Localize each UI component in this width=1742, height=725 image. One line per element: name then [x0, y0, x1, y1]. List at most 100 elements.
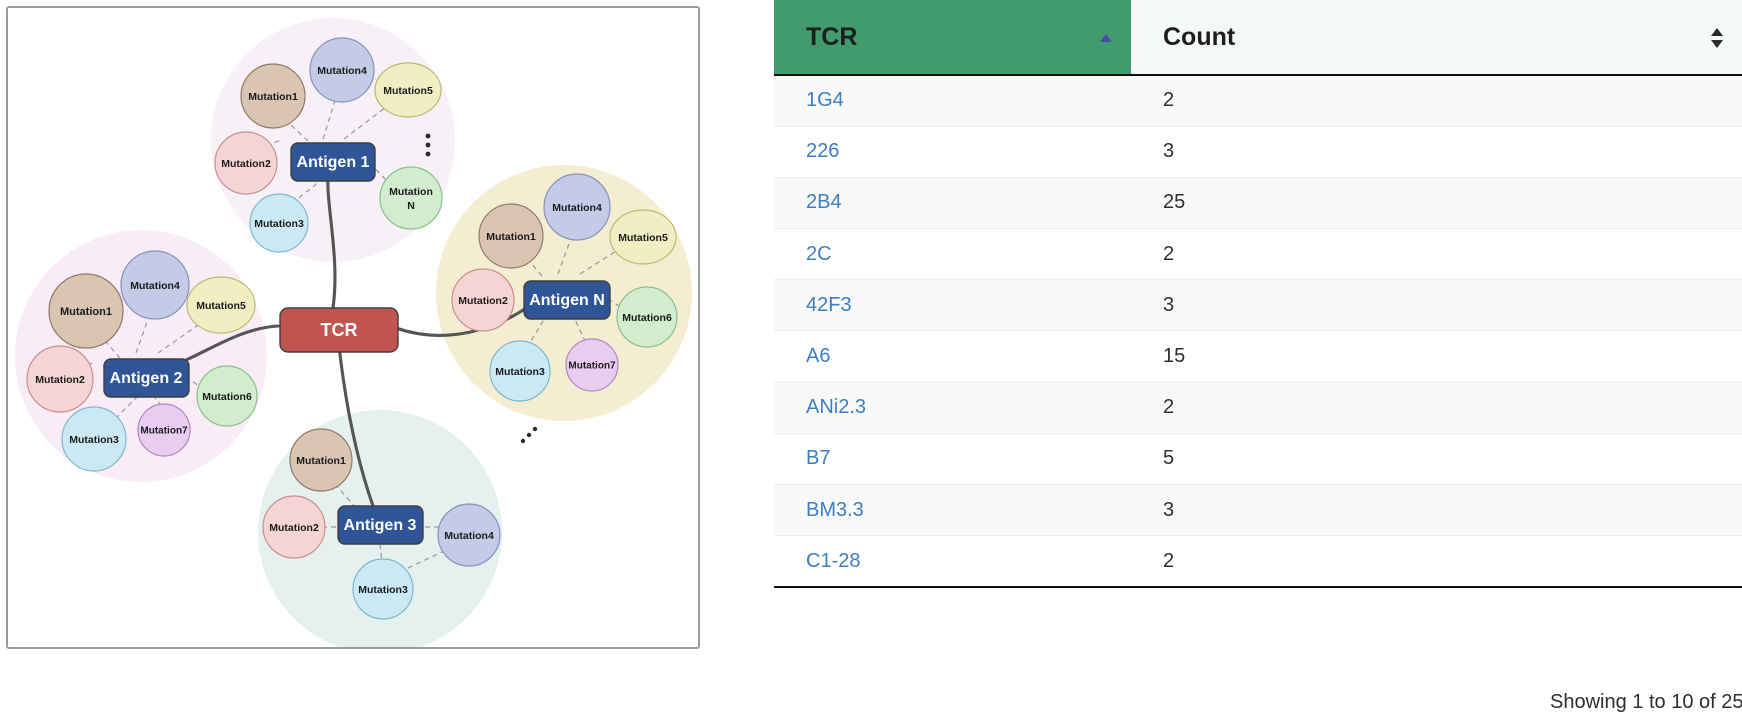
- mutation-node[interactable]: [437, 503, 501, 567]
- mutation-label-line2: N: [407, 200, 415, 212]
- cluster-antigen-n: Mutation1 Mutation2 Mutation3 Mutation4 …: [451, 173, 678, 402]
- mutation-node[interactable]: [240, 63, 306, 129]
- mutation-node[interactable]: [374, 62, 442, 118]
- mutation-label: Mutation4: [444, 530, 494, 542]
- mutation-label: Mutation3: [254, 218, 304, 230]
- mutation-label: Mutation6: [622, 312, 672, 324]
- tcr-link[interactable]: B7: [806, 447, 831, 470]
- tcr-link[interactable]: BM3.3: [806, 498, 864, 521]
- mutation-label: Mutation2: [221, 158, 271, 170]
- tcr-link[interactable]: A6: [806, 345, 831, 368]
- table-head: TCR Count: [774, 0, 1742, 76]
- antigen-node-antigen-2[interactable]: [103, 358, 190, 398]
- mutation-label: Mutation4: [317, 65, 367, 77]
- cell-count: 2: [1131, 382, 1742, 434]
- mutation-label: Mutation2: [269, 522, 319, 534]
- mutation-label: Mutation7: [140, 426, 188, 437]
- tcr-link[interactable]: C1-28: [806, 549, 861, 572]
- mutation-node[interactable]: [196, 365, 258, 427]
- cell-tcr: BM3.3: [774, 484, 1131, 537]
- column-header-tcr-label: TCR: [806, 22, 858, 51]
- edge-tcr-antigen-3: [337, 344, 375, 508]
- cell-count: 2: [1131, 228, 1742, 281]
- mutation-node[interactable]: [61, 406, 127, 472]
- cluster-antigen-3: Mutation1 Mutation2 Mutation3 Mutation4 …: [262, 426, 538, 620]
- mutation-label: Mutation1: [248, 91, 298, 103]
- table-row: B7 5: [774, 433, 1742, 486]
- mutation-node[interactable]: [451, 268, 515, 332]
- mutation-label: Mutation1: [60, 306, 112, 318]
- edge-tcr-antigen-n: [394, 304, 531, 337]
- mutation-label: Mutation: [389, 186, 433, 198]
- column-header-count-label: Count: [1163, 22, 1236, 51]
- table-row: 2C 2: [774, 228, 1742, 281]
- mutation-node[interactable]: [309, 37, 375, 103]
- mutation-node[interactable]: [137, 403, 191, 457]
- tcr-link[interactable]: 226: [806, 140, 840, 163]
- tcr-count-table: TCR Count: [774, 0, 1742, 588]
- showing-entries-text: Showing 1 to 10 of 25 entries: [1550, 690, 1742, 713]
- mutation-node[interactable]: [26, 345, 94, 413]
- antigen-node-antigen-3[interactable]: [337, 505, 424, 545]
- mutation-node[interactable]: [616, 286, 678, 348]
- mutation-node[interactable]: [352, 558, 414, 620]
- cell-count: 15: [1131, 330, 1742, 383]
- antigen-node-antigen-1[interactable]: [290, 142, 376, 182]
- mutation-label: Mutation5: [383, 85, 433, 97]
- mutation-label: Mutation5: [618, 232, 668, 244]
- tcr-center-node[interactable]: [279, 307, 399, 353]
- cell-tcr: ANi2.3: [774, 382, 1131, 434]
- tcr-link[interactable]: 42F3: [806, 293, 852, 316]
- mutation-label: Mutation3: [69, 434, 119, 446]
- mutation-label: Mutation3: [358, 584, 408, 596]
- mutation-node[interactable]: [489, 340, 551, 402]
- mutation-node[interactable]: [249, 193, 309, 253]
- mutation-node[interactable]: [262, 495, 326, 559]
- table-row: ANi2.3 2: [774, 382, 1742, 434]
- column-header-count[interactable]: Count: [1131, 0, 1742, 76]
- table-row: A6 15: [774, 330, 1742, 383]
- cluster-antigen-1: Mutation1 Mutation2 Mutation3 Mutation4 …: [214, 37, 443, 253]
- tcr-center-label: TCR: [321, 320, 358, 340]
- mutation-node[interactable]: [609, 209, 677, 265]
- mutation-label: Mutation1: [296, 455, 346, 467]
- cell-count: 2: [1131, 75, 1742, 127]
- edge-tcr-antigen-2: [184, 324, 280, 362]
- antigen-node-antigen-n[interactable]: [523, 280, 611, 320]
- mutation-node[interactable]: [543, 173, 611, 241]
- tcr-link[interactable]: 1G4: [806, 89, 844, 112]
- mutation-node[interactable]: [478, 203, 544, 269]
- cell-tcr: B7: [774, 433, 1131, 486]
- antigen-label: Antigen 1: [297, 154, 370, 171]
- sort-ascending-icon: [1099, 27, 1113, 47]
- cell-tcr: 226: [774, 126, 1131, 178]
- tcr-link[interactable]: 2C: [806, 242, 832, 265]
- column-header-tcr[interactable]: TCR: [774, 0, 1131, 76]
- vertical-ellipsis-icon: [425, 133, 431, 157]
- mutation-node[interactable]: [214, 131, 278, 195]
- mutation-node[interactable]: [379, 166, 443, 230]
- mutation-label: Mutation3: [495, 366, 545, 378]
- network-svg: Mutation1 Mutation2 Mutation3 Mutation4 …: [15, 18, 692, 647]
- edge-tcr-antigen-1: [326, 172, 337, 310]
- mutation-label: Mutation7: [568, 361, 616, 372]
- mutation-node[interactable]: [120, 250, 190, 320]
- mutation-label: Mutation1: [486, 231, 536, 243]
- cell-count: 5: [1131, 433, 1742, 486]
- mutation-label: Mutation4: [130, 280, 180, 292]
- cell-count: 3: [1131, 484, 1742, 537]
- tcr-antigen-network-diagram: Mutation1 Mutation2 Mutation3 Mutation4 …: [6, 6, 700, 649]
- tcr-link[interactable]: 2B4: [806, 191, 842, 214]
- mutation-node[interactable]: [186, 276, 256, 334]
- table-row: BM3.3 3: [774, 484, 1742, 537]
- mutation-node[interactable]: [48, 273, 124, 349]
- tcr-link[interactable]: ANi2.3: [806, 396, 867, 419]
- cell-tcr: C1-28: [774, 535, 1131, 588]
- antigen-label: Antigen N: [529, 292, 605, 309]
- mutation-node[interactable]: [565, 338, 619, 392]
- mutation-node[interactable]: [289, 428, 353, 492]
